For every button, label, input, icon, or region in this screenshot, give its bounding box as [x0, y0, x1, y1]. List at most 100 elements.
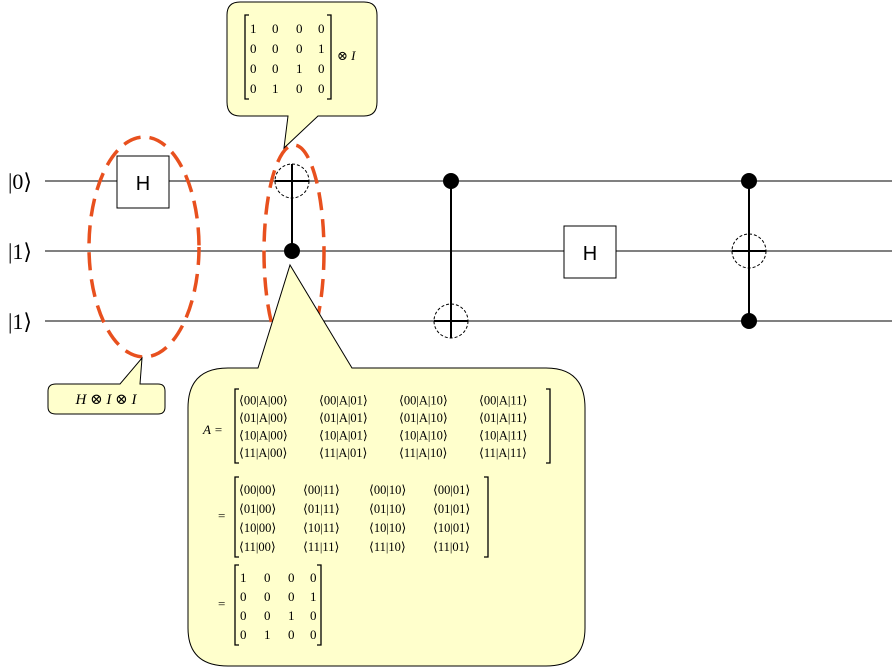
- matrix-cell: ⟨01|A|11⟩: [479, 411, 527, 425]
- hadamard-gate-label: H: [583, 243, 597, 265]
- control-dot: [284, 243, 300, 259]
- matrix-cell: ⟨00|A|01⟩: [319, 394, 368, 408]
- matrix-left-bracket: [244, 14, 249, 100]
- input-state-qubit-0: |0⟩: [8, 169, 32, 194]
- matrix-cell: 0: [318, 81, 325, 96]
- callout-top-suffix: ⊗ I: [337, 48, 356, 63]
- callout-bottom-equals-1: =: [218, 508, 225, 523]
- matrix-cell: 0: [296, 21, 303, 36]
- matrix-cell: 0: [272, 21, 279, 36]
- matrix-cell: 0: [318, 21, 325, 36]
- matrix-cell: 0: [264, 570, 271, 585]
- toffoli-gate: [731, 173, 767, 329]
- matrix-cell: 0: [272, 61, 279, 76]
- matrix-cell: 0: [288, 627, 295, 642]
- matrix-cell: 1: [296, 61, 303, 76]
- matrix-cell: ⟨10|A|10⟩: [399, 429, 448, 443]
- matrix-cell: 0: [240, 627, 247, 642]
- matrix-cell: ⟨00|10⟩: [369, 483, 406, 497]
- matrix-cell: ⟨00|11⟩: [303, 483, 340, 497]
- matrix-cell: 0: [296, 81, 303, 96]
- matrix-cell: 1: [310, 589, 317, 604]
- matrix-cell: ⟨01|A|00⟩: [239, 411, 288, 425]
- callout-left: H ⊗ I ⊗ I: [47, 356, 166, 415]
- matrix-cell: ⟨00|00⟩: [239, 483, 276, 497]
- matrix-cell: ⟨10|A|11⟩: [479, 429, 527, 443]
- matrix-cell: 0: [310, 570, 317, 585]
- matrix-cell: ⟨10|01⟩: [433, 521, 470, 535]
- matrix-cell: ⟨11|A|10⟩: [399, 446, 447, 460]
- matrix-right-bracket: [484, 476, 489, 558]
- matrix-cell: ⟨11|11⟩: [303, 540, 339, 554]
- callout-left-text: H ⊗ I ⊗ I: [75, 392, 138, 408]
- matrix-cell: 0: [264, 608, 271, 623]
- hadamard-gate-label: H: [136, 173, 150, 195]
- matrix-left-bracket: [234, 476, 239, 558]
- matrix-cell: 0: [288, 570, 295, 585]
- matrix-cell: ⟨00|A|00⟩: [239, 394, 288, 408]
- matrix-cell: 0: [288, 589, 295, 604]
- matrix-right-bracket: [317, 564, 322, 646]
- matrix-cell: 1: [264, 627, 271, 642]
- matrix-left-bracket: [234, 388, 239, 464]
- matrix-cell: 0: [250, 61, 257, 76]
- matrix-cell: 0: [250, 41, 257, 56]
- matrix-cell: ⟨00|01⟩: [433, 483, 470, 497]
- cnot-gate-1: [274, 163, 310, 259]
- matrix-cell: ⟨11|00⟩: [239, 540, 276, 554]
- matrix-cell: 0: [310, 627, 317, 642]
- matrix-cell: ⟨11|A|11⟩: [479, 446, 527, 460]
- matrix-cell: ⟨01|11⟩: [303, 502, 340, 516]
- matrix-cell: ⟨10|A|01⟩: [319, 429, 368, 443]
- matrix-cell: ⟨01|A|10⟩: [399, 411, 448, 425]
- matrix-cell: ⟨11|A|00⟩: [239, 446, 287, 460]
- matrix-cell: ⟨11|01⟩: [433, 540, 470, 554]
- matrix-cell: ⟨01|A|01⟩: [319, 411, 368, 425]
- callout-bottom-equals-2: =: [218, 596, 225, 611]
- matrix-cell: 0: [264, 589, 271, 604]
- matrix-cell: ⟨11|A|01⟩: [319, 446, 367, 460]
- matrix-cell: 0: [240, 589, 247, 604]
- matrix-cell: ⟨01|10⟩: [369, 502, 406, 516]
- matrix-cell: ⟨01|01⟩: [433, 502, 470, 516]
- matrix-cell: ⟨11|10⟩: [369, 540, 406, 554]
- control-dot: [741, 313, 757, 329]
- control-dot: [741, 173, 757, 189]
- callout-bottom: A = ⟨00|A|00⟩⟨00|A|01⟩⟨00|A|10⟩⟨00|A|11⟩…: [187, 263, 586, 667]
- matrix-cell: ⟨10|10⟩: [369, 521, 406, 535]
- matrix-cell: 0: [250, 81, 257, 96]
- inner-product-matrix: ⟨00|00⟩ ⟨00|11⟩ ⟨00|10⟩ ⟨00|01⟩ ⟨01|00⟩ ⟨01|1…: [234, 476, 489, 558]
- hadamard-gate-qubit-1: H: [563, 225, 617, 279]
- highlight-ellipse-hadamard: [87, 135, 201, 359]
- matrix-right-bracket: [327, 14, 332, 100]
- matrix-cell: 1: [250, 21, 257, 36]
- matrix-cell: 0: [240, 608, 247, 623]
- matrix-cell: ⟨00|A|11⟩: [479, 394, 527, 408]
- matrix-cell: 0: [272, 41, 279, 56]
- matrix-cell: 1: [288, 608, 295, 623]
- matrix-cell: 0: [318, 61, 325, 76]
- input-state-qubit-2: |1⟩: [8, 309, 32, 334]
- matrix-cell: ⟨01|00⟩: [239, 502, 276, 516]
- matrix-cell: 0: [310, 608, 317, 623]
- matrix-cell: 1: [240, 570, 247, 585]
- control-dot: [443, 173, 459, 189]
- braket-matrix: ⟨00|A|00⟩ ⟨00|A|01⟩ ⟨00|A|10⟩ ⟨00|A|11⟩ ⟨01|…: [234, 388, 551, 464]
- input-states: |0⟩ |1⟩ |1⟩: [8, 169, 32, 334]
- matrix-cell: ⟨10|00⟩: [239, 521, 276, 535]
- hadamard-gate-qubit-0: H: [116, 155, 170, 209]
- matrix-left-bracket: [234, 564, 239, 646]
- matrix-cell: ⟨10|11⟩: [303, 521, 340, 535]
- matrix-cell: 0: [296, 41, 303, 56]
- matrix-cell: ⟨00|A|10⟩: [399, 394, 448, 408]
- matrix-right-bracket: [546, 388, 551, 464]
- cnot-gate-2: [433, 173, 469, 339]
- input-state-qubit-1: |1⟩: [8, 239, 32, 264]
- matrix-cell: 1: [272, 81, 279, 96]
- matrix-cell: ⟨10|A|00⟩: [239, 429, 288, 443]
- matrix-cell: 1: [318, 41, 325, 56]
